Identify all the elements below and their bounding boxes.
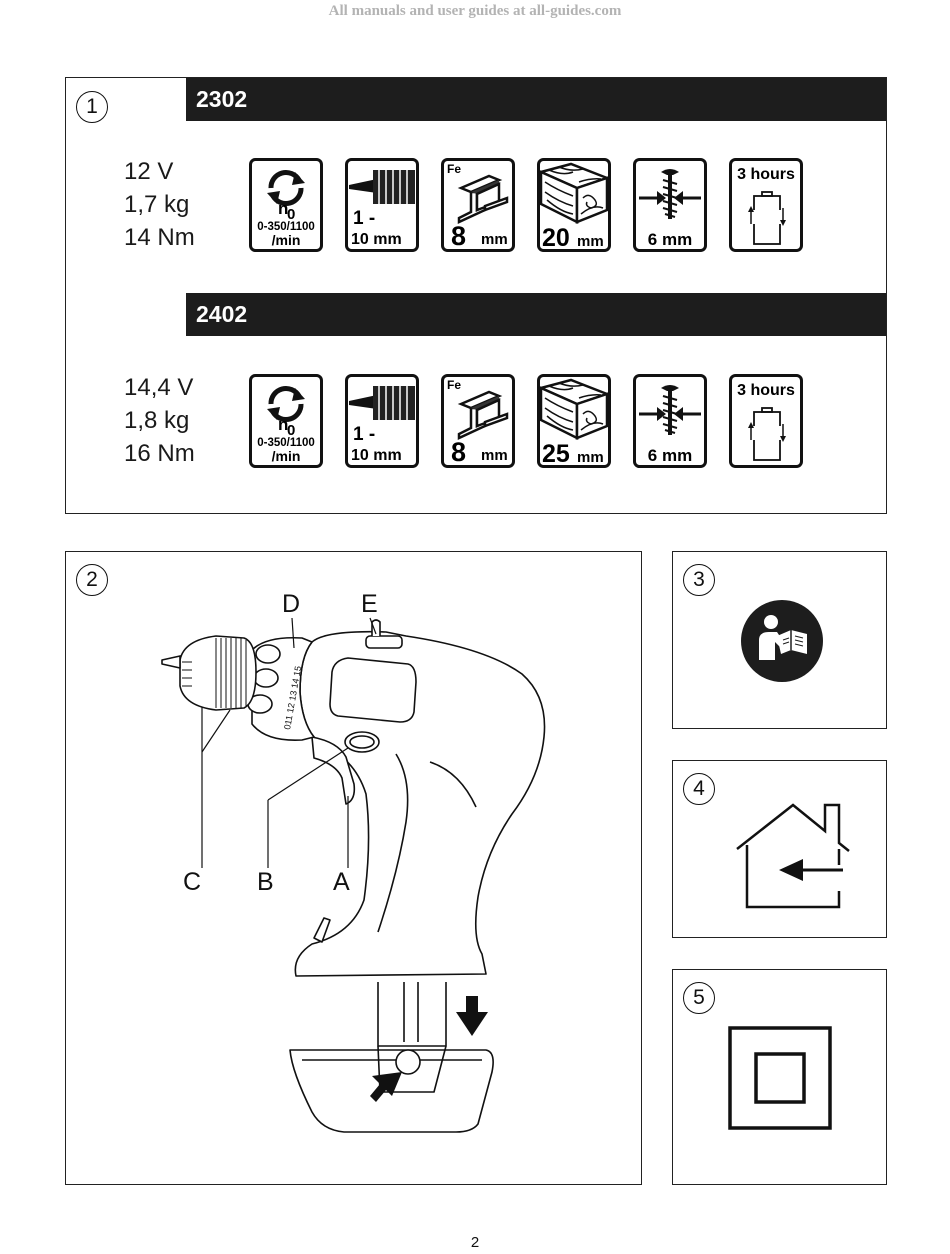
torque-spec: 14 Nm [124, 224, 195, 251]
weight-spec: 1,7 kg [124, 191, 190, 218]
model-2302-specs: 12 V 1,7 kg 14 Nm [124, 155, 195, 254]
torque-spec: 16 Nm [124, 440, 195, 467]
figure-3-number: 3 [683, 564, 715, 596]
screw-value: 6 mm [648, 446, 692, 465]
label-b: B [257, 868, 274, 896]
figure-3-panel: 3 [672, 551, 887, 729]
speed-range: 0-350/1100 [257, 221, 315, 233]
drill-illustration: 011 12 13 14 15 [161, 617, 546, 1133]
screw-diameter-icon: 6 mm [633, 158, 707, 252]
steel-value: 8 [451, 437, 466, 467]
figure-1-panel: 1 2302 12 V 1,7 kg 14 Nm 2402 14,4 V 1,8… [65, 77, 887, 514]
steel-unit: mm [481, 231, 508, 248]
voltage-spec: 14,4 V [124, 374, 194, 401]
figure-5-panel: 5 [672, 969, 887, 1185]
no-load-speed-icon: n 0 0-350/1100 /min [249, 158, 323, 252]
battery-release-button [395, 1049, 421, 1075]
chuck [179, 635, 257, 711]
chuck-capacity-icon: 1 - 10 mm [345, 158, 419, 252]
speed-symbol: n [278, 199, 288, 218]
charging-time-icon: 3 hours [729, 374, 803, 468]
no-load-speed-icon: n 0 0-350/1100 /min [249, 374, 323, 468]
steel-value: 8 [451, 221, 466, 251]
steel-drilling-icon: Fe 8 mm [441, 374, 515, 468]
figure-5-number: 5 [683, 982, 715, 1014]
model-header-2302: 2302 [186, 78, 886, 121]
charge-value: 3 hours [737, 166, 795, 183]
wood-value: 25 [542, 440, 570, 468]
label-d: D [282, 590, 301, 618]
label-e: E [361, 590, 378, 618]
screw-diameter-icon: 6 mm [633, 374, 707, 468]
read-manual-icon [741, 600, 823, 682]
speed-subscript: 0 [287, 422, 295, 439]
voltage-spec: 12 V [124, 158, 174, 185]
model-2402-specs: 14,4 V 1,8 kg 16 Nm [124, 371, 195, 470]
trigger [311, 736, 356, 805]
steel-drilling-icon: Fe 8 mm [441, 158, 515, 252]
indoor-use-icon [736, 803, 850, 909]
chuck-capacity-icon: 1 - 10 mm [345, 374, 419, 468]
speed-unit: /min [272, 232, 301, 248]
chuck-min: 1 - [353, 208, 375, 229]
speed-subscript: 0 [287, 206, 295, 223]
arrow-press-icon [370, 1072, 402, 1102]
weight-spec: 1,8 kg [124, 407, 190, 434]
watermark: All manuals and user guides at all-guide… [328, 3, 622, 19]
steel-label: Fe [447, 162, 461, 176]
charge-value: 3 hours [737, 382, 795, 399]
chuck-min: 1 - [353, 424, 375, 445]
wood-value: 20 [542, 224, 570, 252]
wood-drilling-icon: 20 mm [537, 158, 611, 252]
speed-switch [365, 635, 403, 649]
arrow-down-icon [456, 996, 488, 1036]
label-a: A [333, 868, 350, 896]
chuck-max: 10 mm [351, 231, 402, 248]
label-c: C [183, 868, 202, 896]
speed-unit: /min [272, 448, 301, 464]
double-insulation-icon [728, 1026, 832, 1130]
steel-unit: mm [481, 447, 508, 464]
wood-unit: mm [577, 449, 604, 466]
page-number: 2 [470, 1234, 480, 1251]
steel-label: Fe [447, 378, 461, 392]
screw-value: 6 mm [648, 230, 692, 249]
chuck-max: 10 mm [351, 447, 402, 464]
figure-2-panel: 2 [65, 551, 642, 1185]
model-header-2402: 2402 [186, 293, 886, 336]
speed-range: 0-350/1100 [257, 437, 315, 449]
figure-4-number: 4 [683, 773, 715, 805]
figure-4-panel: 4 [672, 760, 887, 938]
figure-1-number: 1 [76, 91, 108, 123]
figure-2-number: 2 [76, 564, 108, 596]
wood-drilling-icon: 25 mm [537, 374, 611, 468]
wood-unit: mm [577, 233, 604, 250]
charging-time-icon: 3 hours [729, 158, 803, 252]
speed-symbol: n [278, 415, 288, 434]
